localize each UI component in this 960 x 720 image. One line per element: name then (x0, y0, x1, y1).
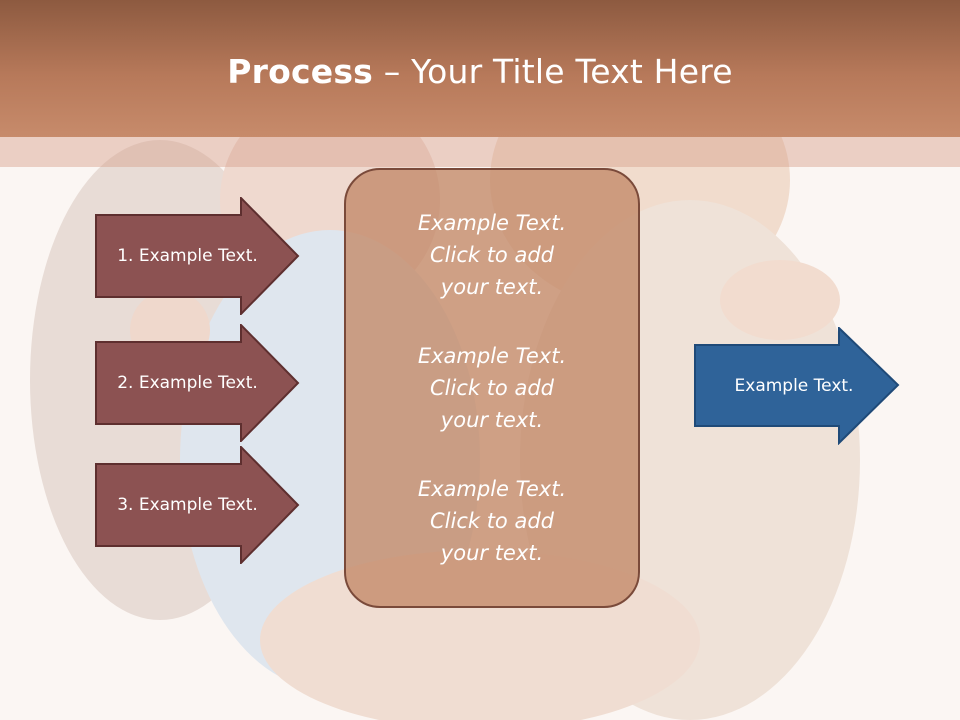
center-item-3[interactable]: Example Text. Click to add your text. (417, 477, 567, 565)
step-label-2: 2. Example Text. (117, 373, 258, 393)
title-rest: – Your Title Text Here (373, 52, 733, 91)
step-label-1: 1. Example Text. (117, 246, 258, 266)
arrow-shape-3 (95, 446, 300, 564)
header-band (0, 137, 960, 167)
center-text-box[interactable]: Example Text. Click to add your text. Ex… (344, 168, 640, 608)
center-item-1[interactable]: Example Text. Click to add your text. (417, 211, 567, 299)
center-item-2[interactable]: Example Text. Click to add your text. (417, 344, 567, 432)
step-label-3: 3. Example Text. (117, 495, 258, 515)
arrow-shape-1 (95, 197, 300, 315)
result-arrow-shape (694, 327, 900, 445)
header-bar (0, 0, 960, 137)
result-arrow[interactable]: Example Text. (694, 327, 900, 445)
step-arrow-1[interactable]: 1. Example Text. (95, 197, 300, 315)
arrow-shape-2 (95, 324, 300, 442)
title-bold: Process (227, 52, 374, 91)
result-label: Example Text. (734, 376, 854, 396)
step-arrow-3[interactable]: 3. Example Text. (95, 446, 300, 564)
step-arrow-2[interactable]: 2. Example Text. (95, 324, 300, 442)
slide-title[interactable]: Process – Your Title Text Here (0, 52, 960, 91)
